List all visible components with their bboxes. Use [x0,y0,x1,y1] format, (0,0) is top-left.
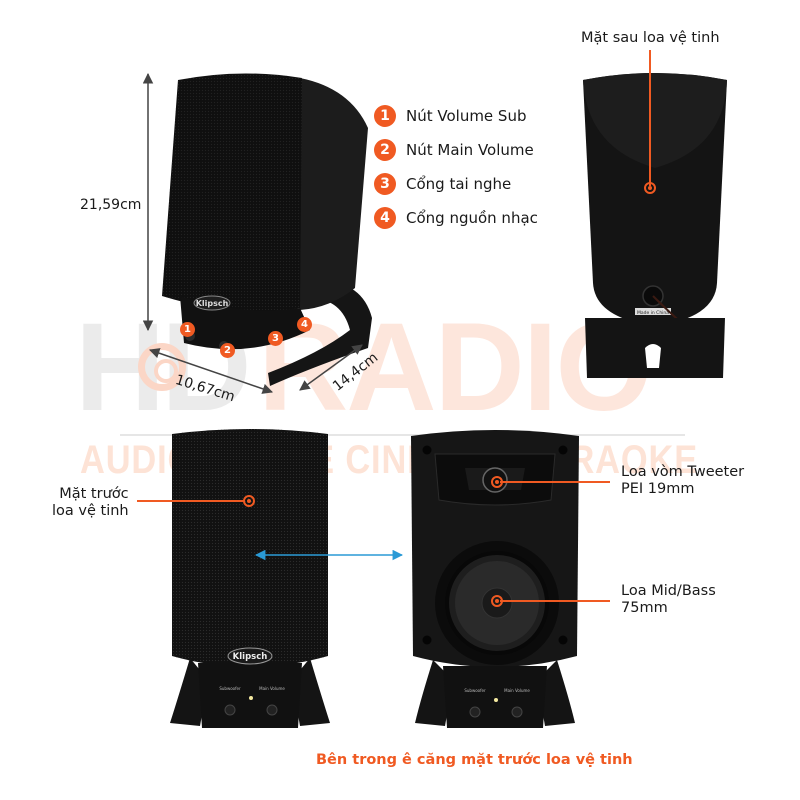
brand-logo: Klipsch [233,652,268,662]
tweeter-callout-leader [500,481,610,483]
main-volume-label: Main Volume [259,686,285,691]
midbass-callout-leader [500,600,610,602]
dimension-height-label: 21,59cm [80,197,142,213]
badge-1-marker: 1 [180,322,195,337]
number-badge: 4 [374,207,396,229]
watermark-divider [120,434,685,436]
legend-item-audio-input-port: 4 Cổng nguồn nhạc [374,201,538,235]
tweeter-callout-label: Loa vòm Tweeter PEI 19mm [621,464,745,497]
number-badge: 1 [374,105,396,127]
front-callout-leader [137,500,245,502]
made-in-label: Made in China [637,310,669,316]
badge-2-marker: 2 [220,343,235,358]
brand-logo: Klipsch [196,299,229,308]
number-badge: 3 [374,173,396,195]
speaker-angled-view: Klipsch [150,68,380,388]
speaker-front-grille-view: Subwoofer Main Volume Klipsch [160,428,340,738]
front-callout-dot [243,495,255,507]
legend-item-headphone-port: 3 Cổng tai nghe [374,167,538,201]
midbass-callout-label: Loa Mid/Bass 75mm [621,583,716,616]
subwoofer-label: Subwoofer [464,688,486,693]
legend-item-main-volume: 2 Nút Main Volume [374,133,538,167]
subwoofer-label: Subwoofer [219,686,241,691]
front-callout-label: Mặt trước loa vệ tinh [52,486,129,519]
badge-3-marker: 3 [268,331,283,346]
bottom-caption: Bên trong ê căng mặt trước loa vệ tinh [316,752,633,768]
tweeter-callout-dot [491,476,503,488]
speaker-rear-view: Made in China [575,68,735,388]
number-badge: 2 [374,139,396,161]
controls-legend: 1 Nút Volume Sub 2 Nút Main Volume 3 Cổn… [374,99,538,235]
legend-item-volume-sub: 1 Nút Volume Sub [374,99,538,133]
speaker-front-drivers-view: Subwoofer Main Volume [405,428,585,738]
badge-4-marker: 4 [297,317,312,332]
midbass-callout-dot [491,595,503,607]
rear-callout-dot [644,182,656,194]
rear-callout-label: Mặt sau loa vệ tinh [581,30,720,46]
main-volume-label: Main Volume [504,688,530,693]
rear-callout-leader [649,50,651,186]
